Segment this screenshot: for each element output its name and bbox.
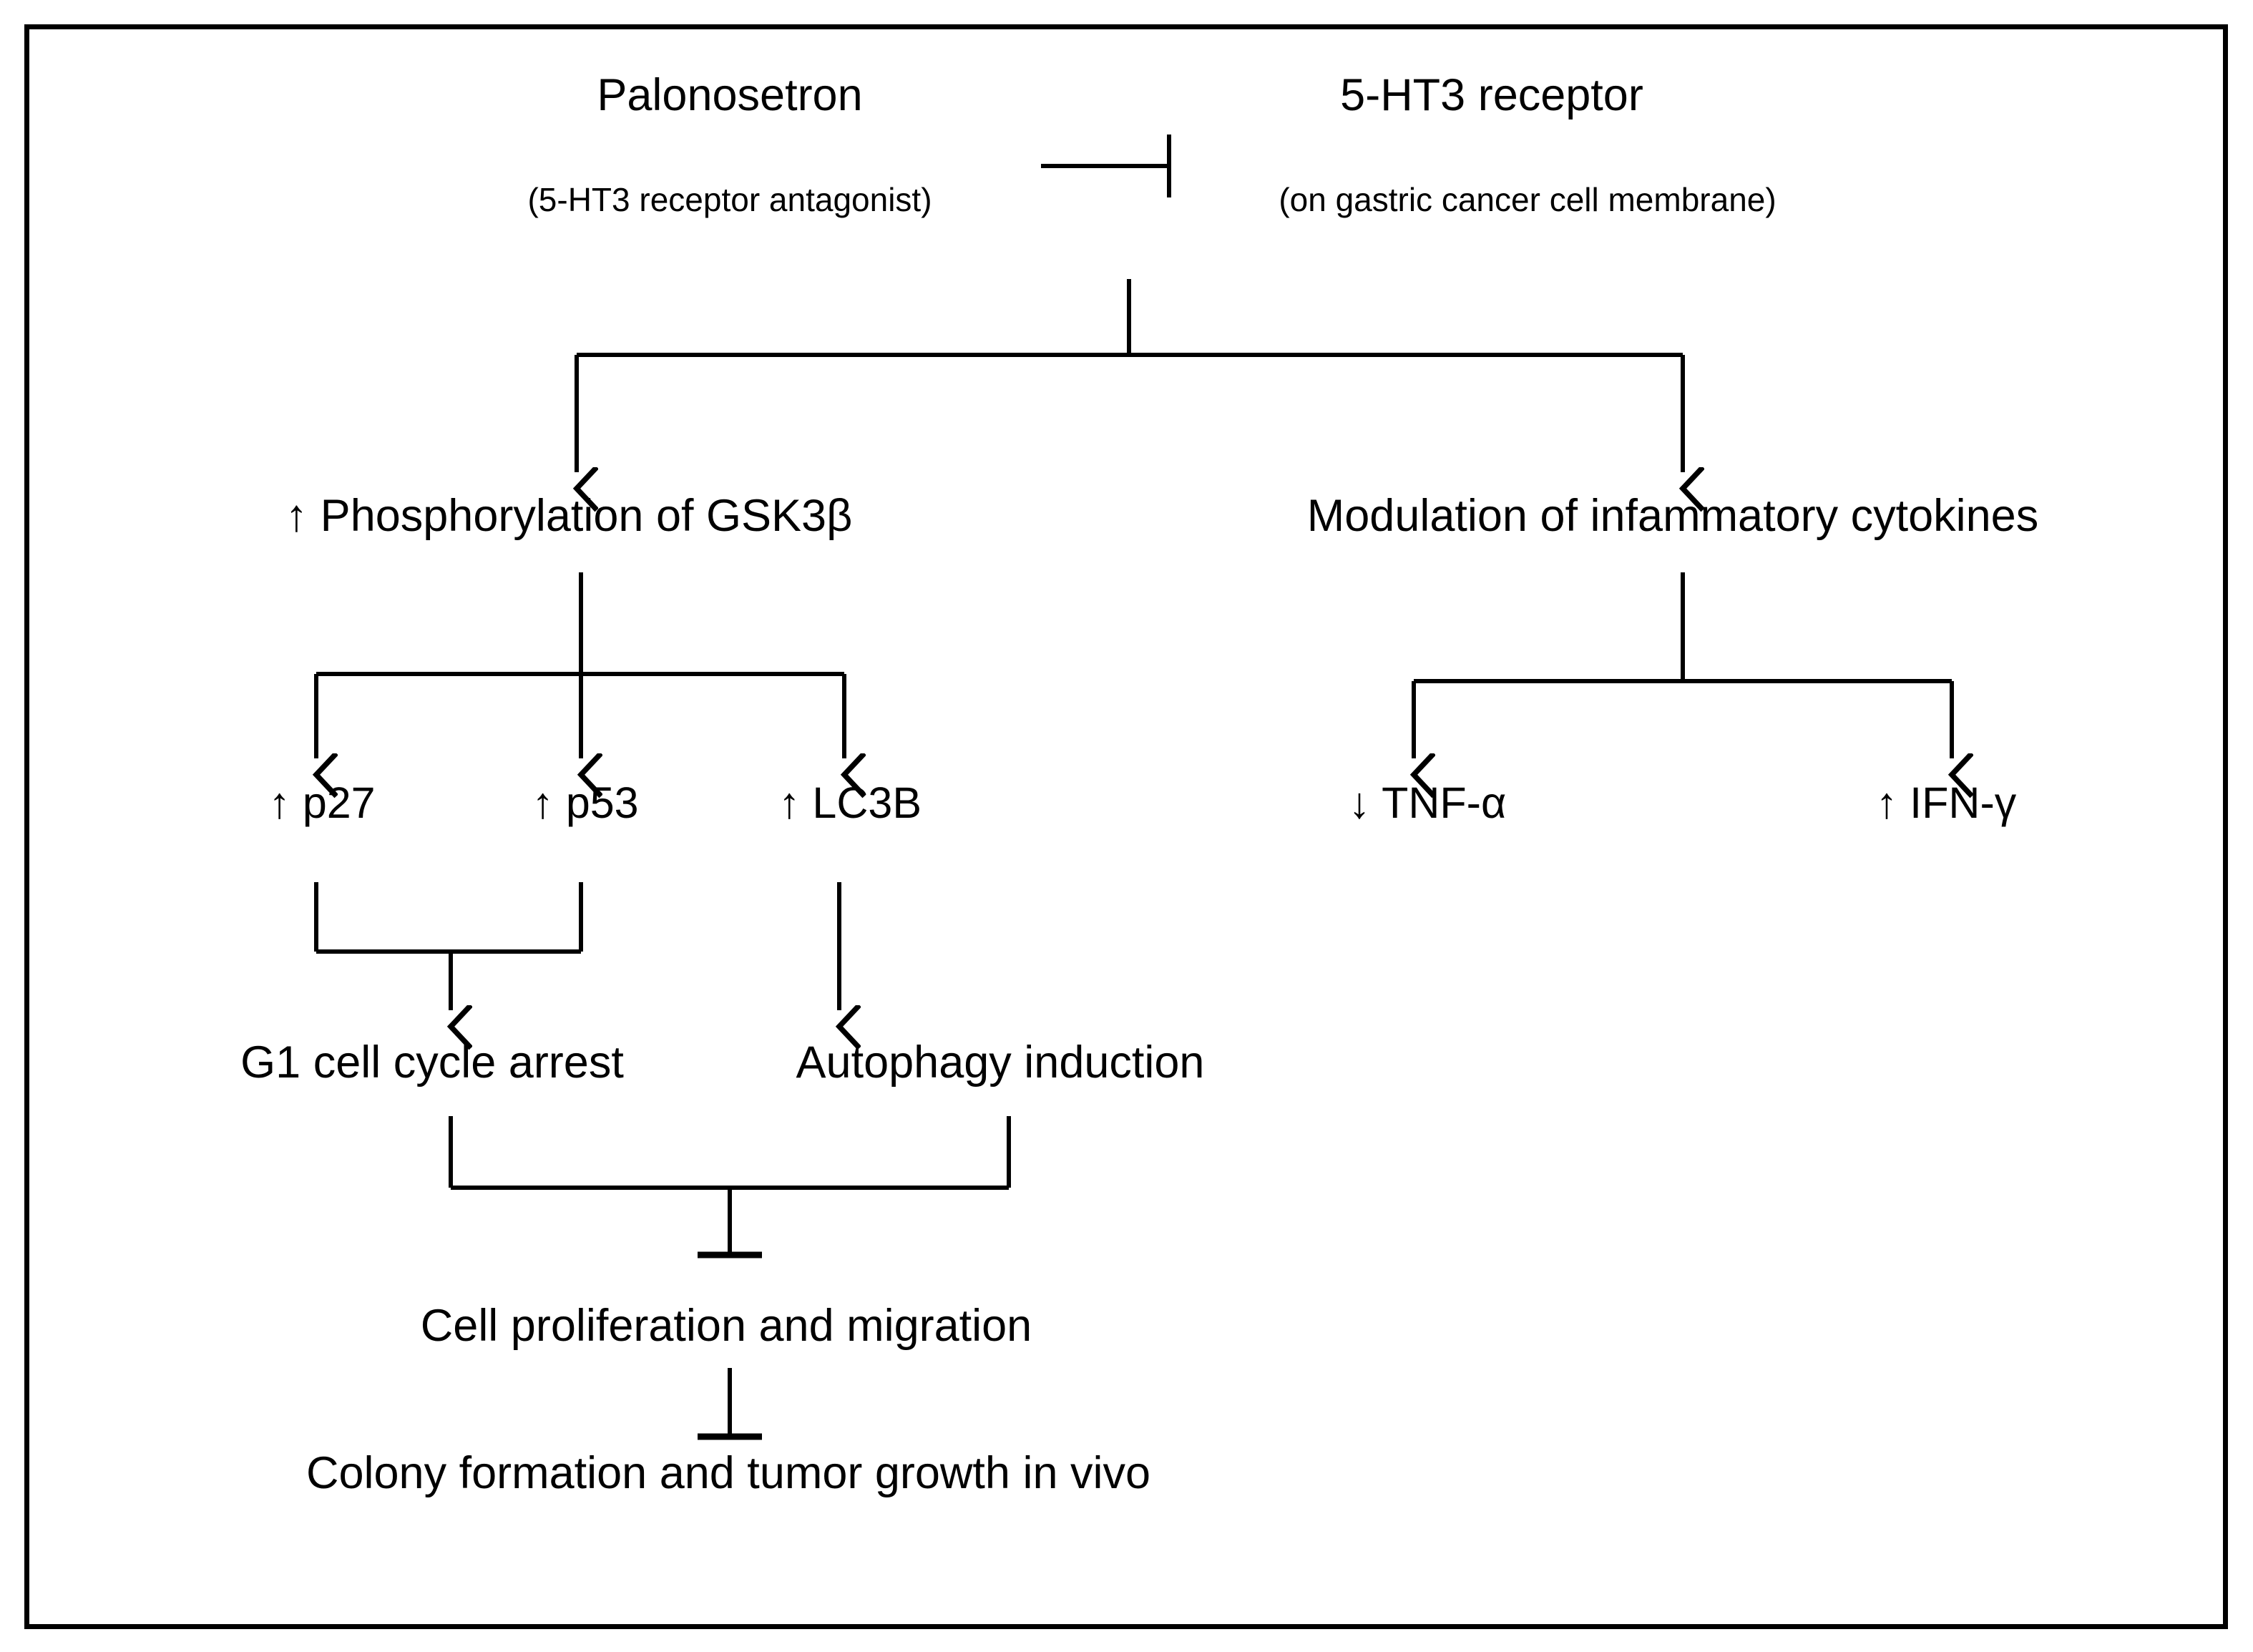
node-p27: ↑ p27	[268, 778, 376, 827]
node-ifn-gamma: ↑ IFN-γ	[1875, 778, 2017, 827]
node-palonosetron-sublabel: (5-HT3 receptor antagonist)	[527, 181, 932, 218]
node-palonosetron-label: Palonosetron	[597, 70, 863, 120]
node-autophagy-induction: Autophagy induction	[796, 1037, 1205, 1088]
node-colony-formation-tumor-growth: Colony formation and tumor growth in viv…	[306, 1448, 1151, 1498]
node-5ht3-receptor-sublabel: (on gastric cancer cell membrane)	[1279, 181, 1777, 218]
node-cell-proliferation-migration: Cell proliferation and migration	[420, 1301, 1032, 1351]
node-g1-cell-cycle-arrest: G1 cell cycle arrest	[240, 1037, 624, 1088]
node-lc3b: ↑ LC3B	[778, 778, 922, 827]
node-5ht3-receptor-label: 5-HT3 receptor	[1340, 70, 1643, 120]
node-gsk3b-phosphorylation: ↑ Phosphorylation of GSK3β	[285, 491, 853, 541]
node-p53: ↑ p53	[532, 778, 639, 827]
figure-border	[24, 24, 2228, 1629]
node-cytokine-modulation: Modulation of infammatory cytokines	[1306, 491, 2039, 541]
node-tnf-alpha: ↓ TNF-α	[1348, 778, 1507, 827]
